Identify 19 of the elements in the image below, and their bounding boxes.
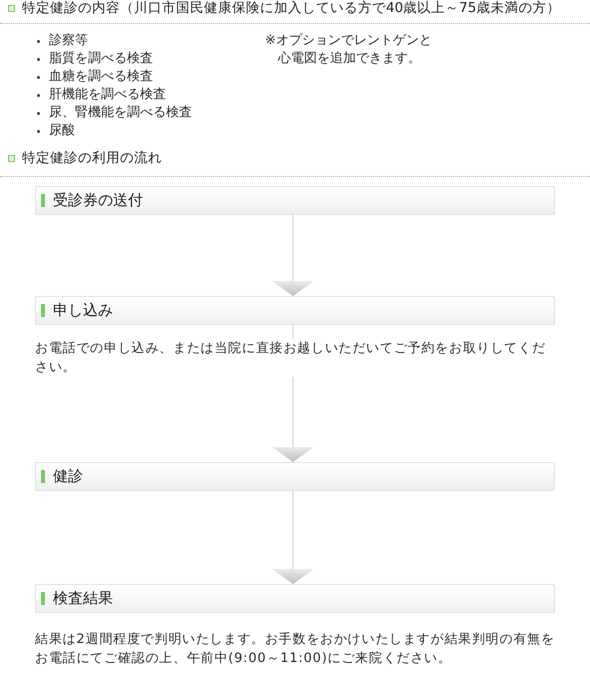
section-heading: 特定健診の利用の流れ bbox=[22, 150, 162, 167]
list-item: 血糖を調べる検査 bbox=[49, 68, 153, 86]
step-box bbox=[35, 186, 555, 215]
list-item: 尿、腎機能を調べる検査 bbox=[49, 104, 192, 122]
step-title: 受診券の送付 bbox=[53, 190, 143, 210]
chevron-arrow bbox=[272, 214, 314, 296]
list-item: 診察等 bbox=[49, 32, 88, 50]
step-box bbox=[35, 462, 555, 491]
step-title: 検査結果 bbox=[53, 588, 113, 608]
step-box bbox=[35, 296, 555, 325]
chevron-arrow bbox=[272, 490, 314, 584]
note-text: ※オプションでレントゲンと心電図を追加できます。 bbox=[265, 32, 433, 68]
step-title: 申し込み bbox=[53, 300, 113, 320]
list-item: 脂質を調べる検査 bbox=[49, 50, 153, 68]
step-title: 健診 bbox=[53, 466, 83, 486]
section-heading: 特定健診の内容（川口市国民健康保険に加入している方で40歳以上～75歳未満の方） bbox=[22, 0, 560, 17]
list-item: 肝機能を調べる検査 bbox=[49, 86, 166, 104]
step-box bbox=[35, 584, 555, 613]
list-item: 尿酸 bbox=[49, 122, 75, 140]
